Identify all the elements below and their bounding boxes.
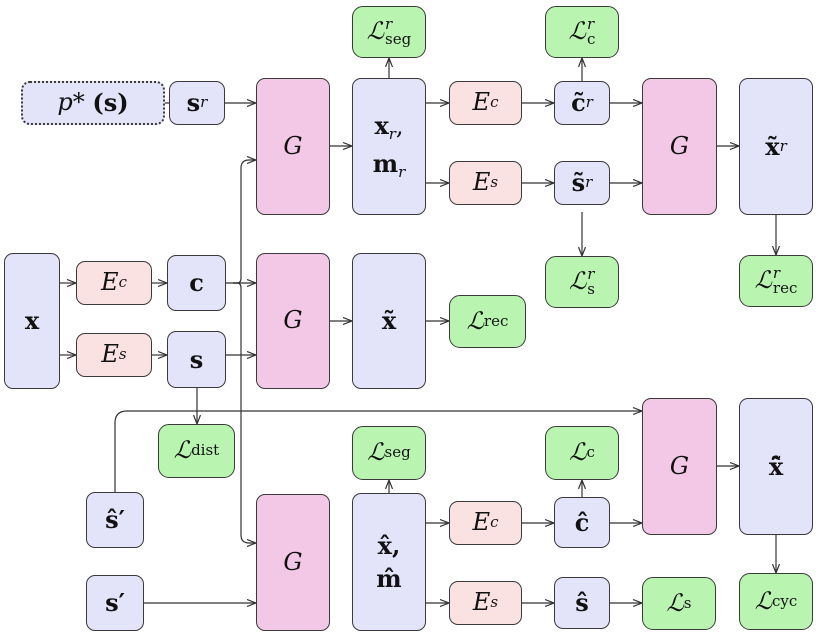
prior-distribution-node: p* (s)	[21, 81, 165, 125]
s-tilde-r-node: s̃r	[554, 161, 610, 205]
x-input-node: x	[4, 253, 60, 389]
s-node: s	[167, 331, 226, 388]
generator-bottom-right-node: G	[642, 398, 717, 535]
x-tilde-hat-node: x̃̂	[739, 398, 813, 535]
generator-top-node: G	[256, 78, 330, 215]
c-node: c	[167, 255, 226, 311]
prior-arg: (s)	[92, 88, 129, 118]
generator-bottom-node: G	[256, 494, 330, 631]
x-r-m-r-node: xr, mr	[352, 78, 426, 215]
c-tilde-r-node: c̃r	[554, 81, 610, 125]
x-tilde-r-node: x̃r	[739, 78, 813, 215]
x-tilde-node: x̃	[352, 253, 426, 389]
generator-top-right-node: G	[642, 78, 717, 215]
arrow-shatprime-to-G	[114, 411, 642, 492]
s-hat-prime-node: ŝ′	[86, 492, 144, 548]
s-prime-node: s′	[86, 575, 144, 631]
arrow-c-down-to-G-bottom	[233, 282, 256, 543]
prior-main: p*	[57, 88, 85, 117]
arrow-c-up-to-G-top	[233, 160, 256, 284]
s-hat-node: ŝ	[554, 577, 610, 629]
x-hat-m-hat-node: x̂, m̂	[352, 493, 426, 631]
c-hat-node: ĉ	[554, 497, 610, 548]
generator-mid-node: G	[256, 253, 330, 389]
